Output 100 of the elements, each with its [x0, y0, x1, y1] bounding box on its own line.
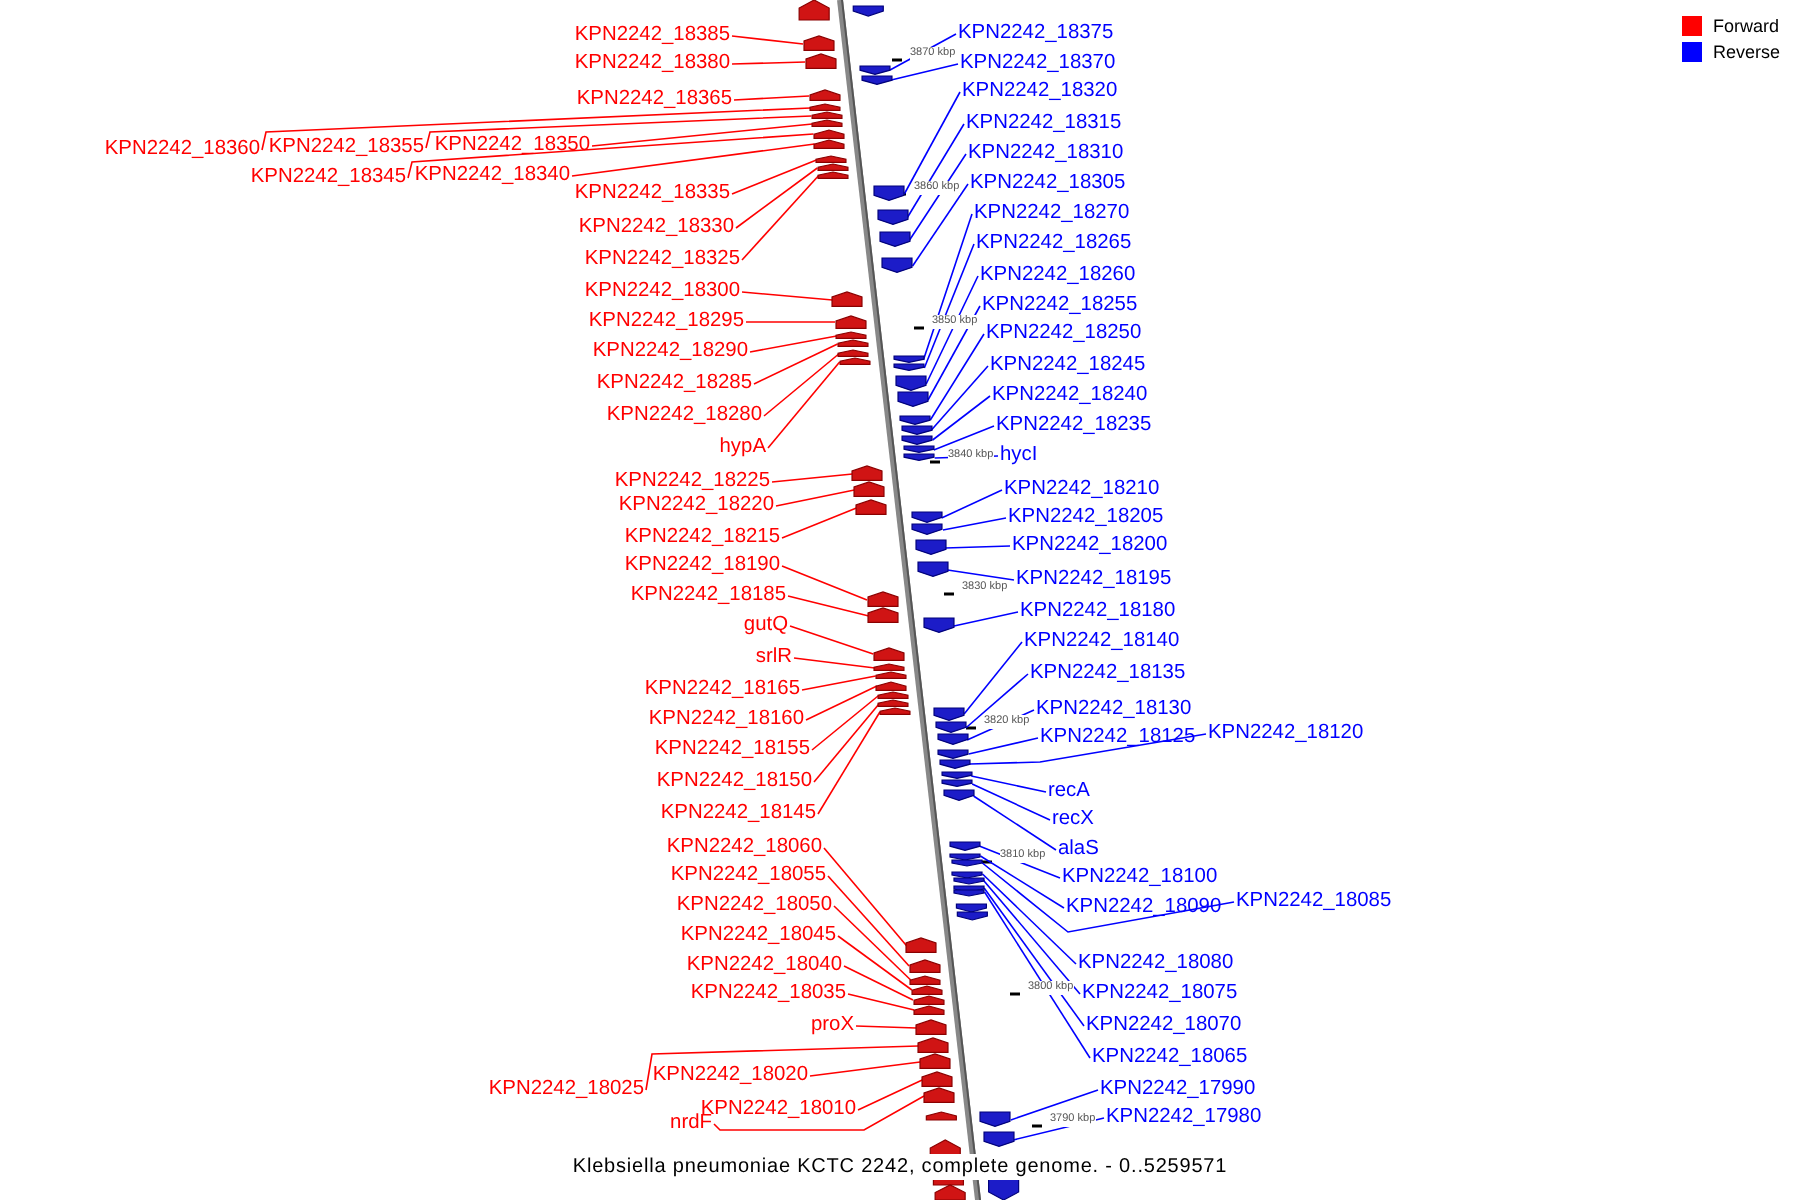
gene-block: [901, 425, 932, 435]
leader-line: [763, 353, 840, 417]
leader-line: [805, 685, 878, 721]
leader-line: [981, 873, 1077, 965]
gene-label: KPN2242_18290: [592, 340, 748, 364]
gene-label: KPN2242_18200: [1012, 534, 1168, 558]
gene-label: KPN2242_18235: [996, 414, 1152, 438]
leader-line: [843, 965, 914, 1001]
gene-label: KPN2242_18375: [958, 22, 1114, 46]
gene-block: [911, 985, 942, 995]
leader-line: [407, 133, 815, 179]
leader-line: [964, 673, 1029, 729]
gene-label: KPN2242_18055: [670, 864, 826, 888]
leader-line: [940, 489, 1003, 519]
leader-line: [741, 291, 834, 301]
gene-block: [950, 853, 981, 859]
gene-block: [949, 841, 980, 851]
gene-block: [951, 859, 982, 865]
leader-line: [1010, 1089, 1099, 1121]
leader-line: [931, 395, 991, 441]
gene-label: KPN2242_18070: [1086, 1014, 1242, 1038]
gene-block: [909, 959, 940, 973]
leader-line: [741, 175, 820, 261]
leader-line: [967, 737, 1039, 755]
gene-block: [915, 540, 945, 556]
leader-line: [781, 507, 858, 539]
leader-line: [963, 641, 1023, 715]
gene-label: KPN2242_18160: [648, 708, 804, 732]
gene-label: KPN2242_18355: [268, 136, 424, 160]
gene-block: [924, 1088, 955, 1104]
gene-label: KPN2242_18155: [654, 738, 810, 762]
leader-line: [775, 489, 856, 507]
gene-label: KPN2242_18185: [630, 584, 786, 608]
leader-line: [982, 879, 1081, 995]
gene-block: [809, 90, 840, 102]
leader-line: [261, 107, 812, 151]
gene-label: KPN2242_18255: [982, 294, 1138, 318]
leader-line: [1012, 1117, 1105, 1141]
legend-label: Forward: [1712, 16, 1779, 36]
legend-label: Reverse: [1712, 42, 1780, 62]
gene-block: [875, 672, 906, 680]
gene-label: KPN2242_18135: [1030, 662, 1186, 686]
gene-block: [816, 156, 847, 164]
leader-line: [735, 167, 819, 229]
gene-block: [877, 210, 908, 226]
gene-label: KPN2242_18060: [666, 836, 822, 860]
gene-label: KPN2242_18320: [962, 80, 1118, 104]
leader-line: [731, 159, 818, 195]
gene-block: [839, 358, 870, 366]
gene-label: KPN2242_18270: [974, 202, 1130, 226]
gene-label: recA: [1048, 780, 1090, 804]
leader-line: [922, 213, 973, 361]
gene-label: KPN2242_18045: [680, 924, 836, 948]
gene-block: [861, 75, 892, 85]
gene-label: KPN2242_18305: [970, 172, 1126, 196]
gene-block: [835, 315, 865, 329]
leader-line: [971, 783, 1051, 821]
gene-block: [922, 1072, 953, 1088]
leader-line: [833, 905, 912, 981]
gene-label: KPN2242_18130: [1036, 698, 1192, 722]
leader-line: [911, 183, 969, 267]
gene-block: [874, 664, 905, 672]
gene-block: [904, 454, 935, 462]
gene-label: hycI: [1000, 444, 1038, 468]
gene-block: [954, 889, 985, 895]
gene-label: KPN2242_18210: [1004, 478, 1160, 502]
gene-block: [874, 186, 905, 202]
gene-block: [923, 618, 954, 634]
gene-block: [818, 172, 849, 180]
gene-label: KPN2242_18345: [250, 166, 406, 190]
leader-line: [890, 63, 959, 81]
gene-label: KPN2242_18335: [574, 182, 730, 206]
gene-label: KPN2242_18190: [624, 554, 780, 578]
gene-label: KPN2242_18250: [986, 322, 1142, 346]
gene-block: [894, 364, 925, 372]
gene-block: [942, 780, 973, 788]
leader-line: [923, 243, 975, 369]
leader-line: [970, 775, 1047, 793]
leader-line: [753, 343, 839, 385]
gene-label: KPN2242_18205: [1008, 506, 1164, 530]
gene-label: KPN2242_18085: [1236, 890, 1392, 914]
gene-block: [811, 112, 842, 120]
gene-block: [882, 258, 913, 274]
gene-label: KPN2242_18220: [618, 494, 774, 518]
gene-label: KPN2242_18090: [1066, 896, 1222, 920]
leader-line: [980, 861, 1235, 933]
leader-line: [908, 153, 967, 241]
gene-label: KPN2242_18340: [414, 164, 570, 188]
gene-block: [934, 707, 965, 721]
gene-label: KPN2242_18385: [574, 24, 730, 48]
gene-block: [838, 350, 869, 358]
gene-label: KPN2242_18100: [1062, 866, 1218, 890]
leader-line: [925, 275, 979, 385]
leader-line: [733, 95, 810, 101]
gene-block: [810, 104, 841, 112]
gene-block: [860, 65, 891, 75]
gene-block: [813, 129, 844, 139]
gene-block: [902, 435, 933, 445]
gene-block: [916, 1020, 947, 1036]
leader-line: [927, 305, 981, 401]
